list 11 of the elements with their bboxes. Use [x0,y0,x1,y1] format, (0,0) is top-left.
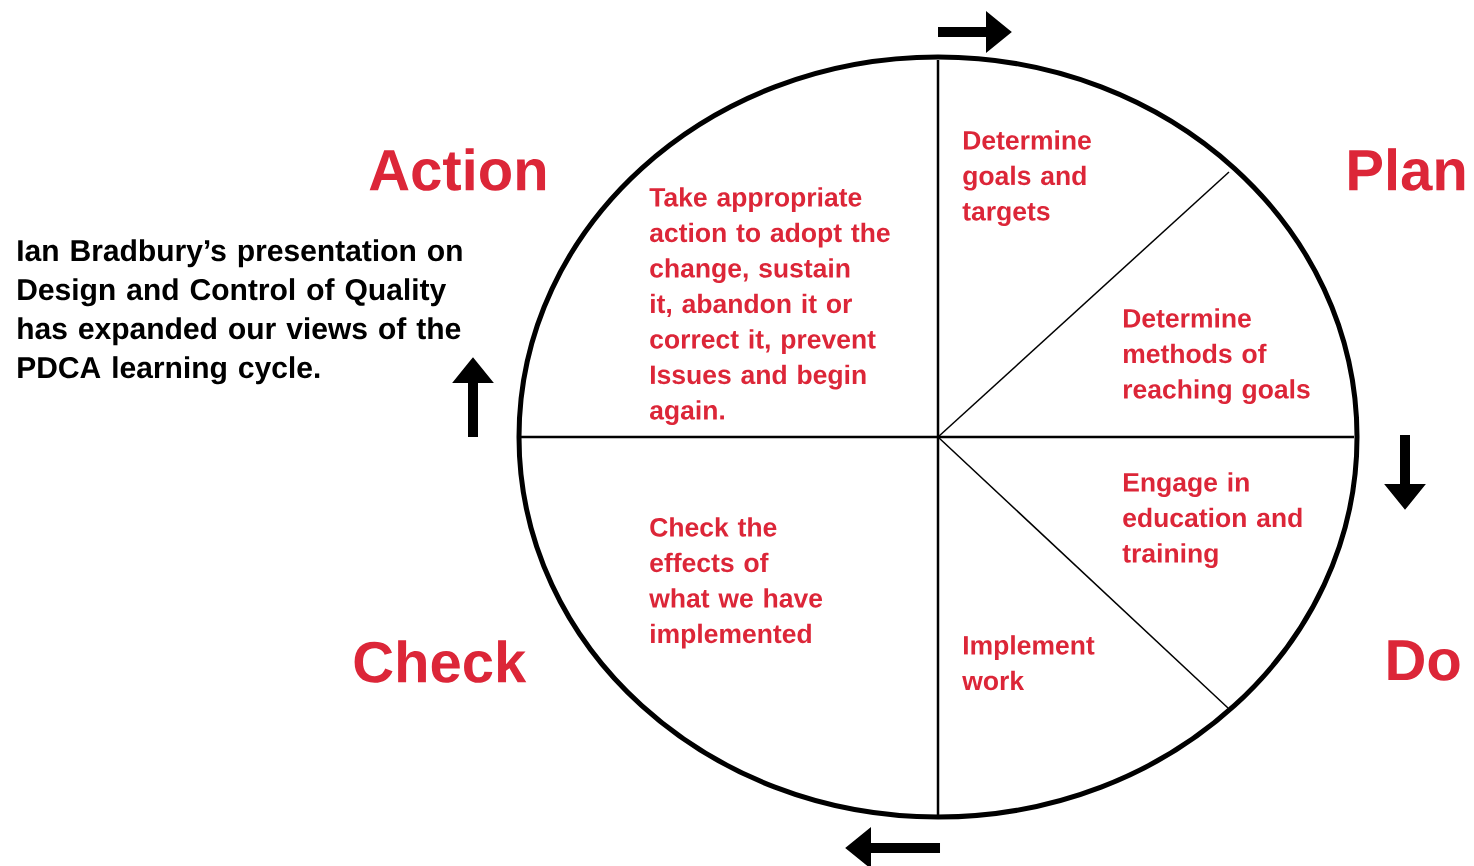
phase-label: Action [369,148,546,191]
phase-label: Plan [1349,148,1465,191]
phase-label: Check [354,640,527,683]
step-text: Engage in education and training [1122,472,1302,568]
step-text: Implement work [962,635,1095,691]
phase-label: Do [1388,640,1460,681]
step-text: Determine methods of reaching goals [1123,308,1310,404]
step-text: Determine goals and targets [962,130,1091,226]
description-text: Ian Bradbury’s presentation on Design and Control of Quality has expanded our views of the PDCA learning cycle. [18,239,462,385]
step-text: Take appropriate action to adopt the change, sustain it, abandon it or correct it, prevent Issues and begin again. [649,187,890,425]
step-text: Check the effects of what we have implemented [649,517,823,649]
